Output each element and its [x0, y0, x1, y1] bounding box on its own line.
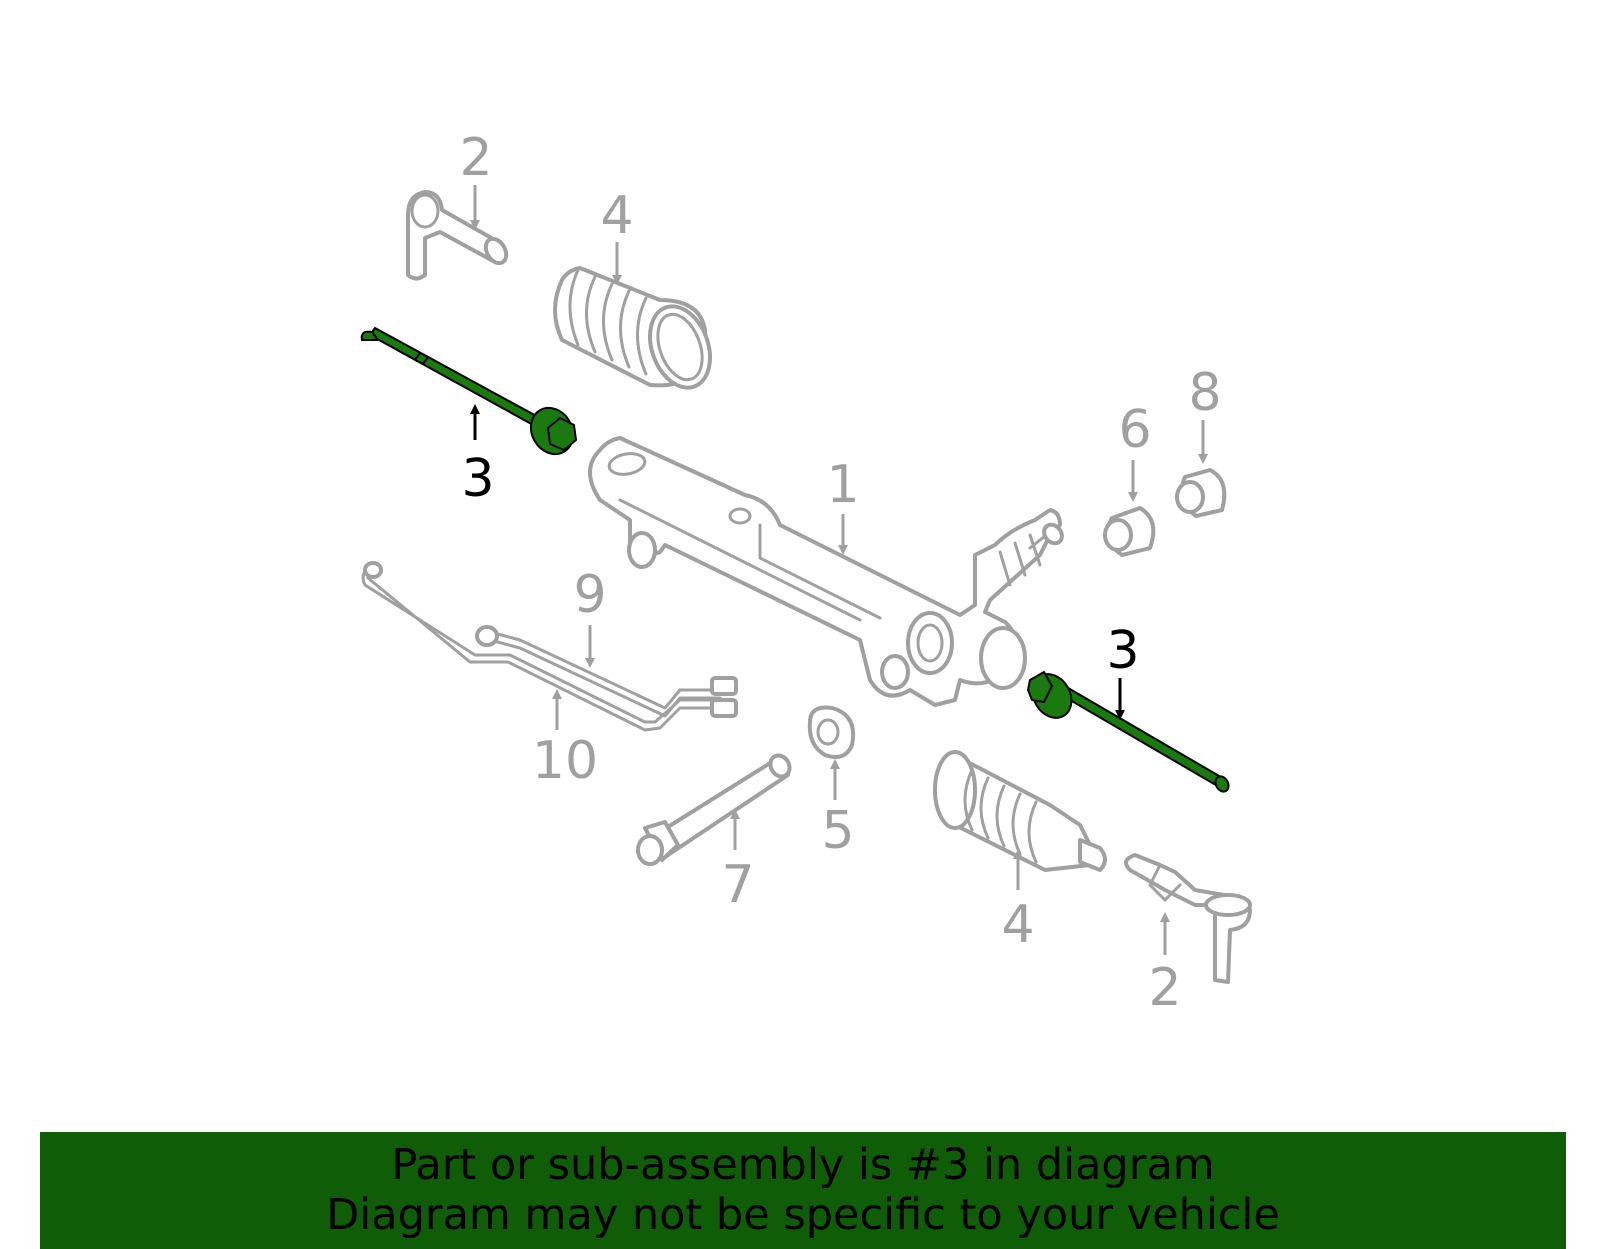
part-9-10-lines[interactable]: [361, 561, 738, 732]
footer-line-2: Diagram may not be specific to your vehi…: [326, 1190, 1280, 1240]
footer-banner: Part or sub-assembly is #3 in diagram Di…: [40, 1132, 1566, 1249]
part-3-inner-tie-rod-lower[interactable]: [1025, 667, 1231, 794]
callout-10[interactable]: 10: [532, 731, 598, 791]
part-2-upper-tie-rod-end[interactable]: [406, 190, 510, 281]
part-5-grommet[interactable]: [807, 705, 855, 759]
callout-7[interactable]: 7: [721, 855, 754, 915]
part-2-lower-tie-rod-end[interactable]: [1124, 853, 1252, 984]
part-3-inner-tie-rod-upper[interactable]: [360, 327, 582, 462]
footer-line-1: Part or sub-assembly is #3 in diagram: [391, 1140, 1215, 1190]
part-7-bolt[interactable]: [636, 752, 793, 866]
callout-leaders: [470, 185, 1208, 955]
callout-2-lower[interactable]: 2: [1148, 958, 1181, 1018]
callout-labels: 2 4 3 1 6 8 9 10 3 5 7 4 2: [459, 128, 1221, 1018]
callout-8[interactable]: 8: [1188, 363, 1221, 423]
callout-6[interactable]: 6: [1118, 400, 1151, 460]
callout-4-upper[interactable]: 4: [600, 186, 633, 246]
part-1-steering-gear[interactable]: [588, 436, 1066, 707]
callout-2-upper[interactable]: 2: [459, 128, 492, 188]
callout-1[interactable]: 1: [826, 455, 859, 515]
part-6-cap[interactable]: [1103, 506, 1156, 557]
part-4-lower-boot[interactable]: [933, 750, 1107, 872]
callout-3-upper[interactable]: 3: [461, 449, 494, 509]
callout-3-lower[interactable]: 3: [1106, 621, 1139, 681]
callout-9[interactable]: 9: [573, 565, 606, 625]
part-8-cap[interactable]: [1175, 468, 1227, 518]
callout-5[interactable]: 5: [821, 801, 854, 861]
part-4-upper-boot[interactable]: [553, 266, 721, 396]
callout-4-lower[interactable]: 4: [1001, 895, 1034, 955]
